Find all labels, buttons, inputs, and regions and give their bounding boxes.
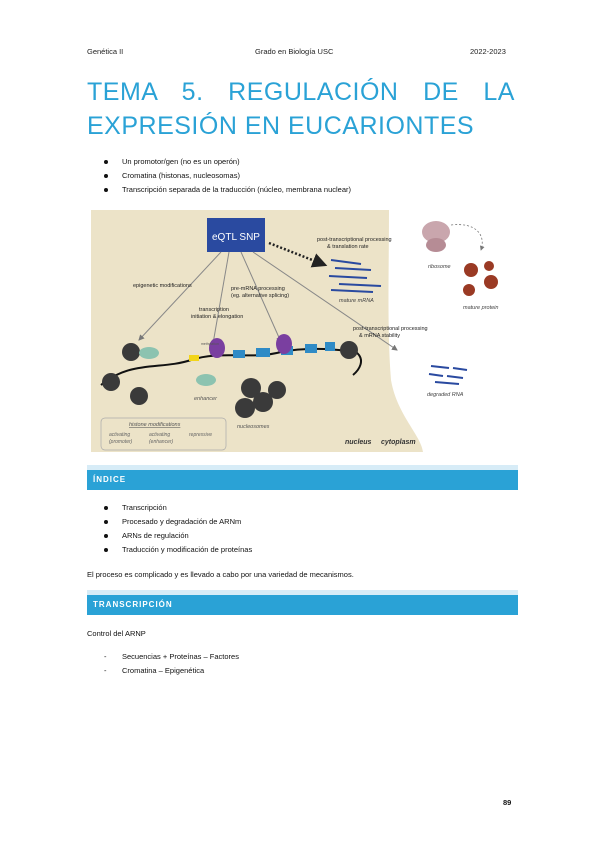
list-item: Un promotor/gen (no es un operón) <box>104 155 351 169</box>
premrna-label: pre-mRNA processing <box>231 286 285 292</box>
list-item: Secuencias + Proteínas – Factores <box>104 650 239 664</box>
transcription-label: transcription <box>199 307 229 313</box>
title-line-1: TEMA 5. REGULACIÓN DE LA <box>87 78 515 106</box>
activating-promoter-sub: (promoter) <box>109 439 133 445</box>
note-paragraph: El proceso es complicado y es llevado a … <box>87 570 354 579</box>
list-item: Cromatina (histonas, nucleosomas) <box>104 169 351 183</box>
degraded-rna-icon <box>428 365 468 385</box>
header-degree: Grado en Biología USC <box>255 47 334 56</box>
section-band-indice: ÍNDICE <box>87 465 518 490</box>
mature-protein-icon <box>463 261 498 296</box>
histone-mods-box <box>100 417 227 451</box>
section-heading: ÍNDICE <box>93 475 127 484</box>
post-trans-label-1b: & translation rate <box>327 244 369 250</box>
header-year: 2022-2023 <box>470 47 506 56</box>
nucleus-label: nucleus <box>345 439 372 446</box>
mature-mrna-icon <box>328 259 382 293</box>
list-item: Transcripción separada de la traducción … <box>104 183 351 197</box>
list-item: Procesado y degradación de ARNm <box>104 515 252 529</box>
epigenetic-label: epigenetic modifications <box>133 283 192 289</box>
page-title: TEMA 5. REGULACIÓN DE LA EXPRESIÓN EN EU… <box>87 75 515 143</box>
post-trans-label-2b: & mRNA stability <box>359 333 400 339</box>
nucleus-region <box>91 210 423 452</box>
cytoplasm-label: cytoplasm <box>381 439 416 446</box>
control-list: Secuencias + Proteínas – Factores Cromat… <box>104 650 239 678</box>
activating-enhancer-label: activating <box>149 432 170 438</box>
activating-promoter-label: activating <box>109 432 130 438</box>
intro-bullet-list: Un promotor/gen (no es un operón) Cromat… <box>104 155 351 197</box>
mature-protein-label: mature protein <box>463 305 498 311</box>
post-trans-label-2: post-transcriptional processing <box>353 326 428 332</box>
dna-strand <box>100 347 357 386</box>
polymerase-icon <box>209 338 225 358</box>
eqtl-box <box>207 218 265 252</box>
page-number: 89 <box>503 798 512 807</box>
control-heading: Control del ARNP <box>87 629 146 638</box>
nucleosome-icon <box>102 341 358 418</box>
header-course: Genética II <box>87 47 124 56</box>
gene-regulation-figure: eQTL SNP epigenetic modifications pre-mR… <box>91 210 498 452</box>
post-trans-label-1: post-transcriptional processing <box>317 237 392 243</box>
list-item: Transcripción <box>104 501 252 515</box>
section-band-transcripcion: TRANSCRIPCIÓN <box>87 590 518 615</box>
activating-enhancer-sub: (enhancer) <box>149 439 174 445</box>
index-list: Transcripción Procesado y degradación de… <box>104 501 252 557</box>
nucleosomes-label: nucleosomes <box>237 424 270 430</box>
ribosome-label: ribosome <box>428 264 451 270</box>
list-item: Traducción y modificación de proteínas <box>104 543 252 557</box>
list-item: Cromatina – Epigenética <box>104 664 239 678</box>
transcription-label-2: initiation & elongation <box>191 314 243 320</box>
title-line-2: EXPRESIÓN EN EUCARIONTES <box>87 112 475 140</box>
degraded-rna-label: degraded RNA <box>427 392 464 398</box>
premrna-label-2: (eg. alternative splicing) <box>231 293 289 299</box>
methylation-label: methylation <box>201 342 219 346</box>
eqtl-label: eQTL SNP <box>212 232 260 243</box>
repressive-label: repressive <box>189 432 212 438</box>
ribosome-icon <box>422 221 450 243</box>
histone-mods-label: histone modifications <box>129 422 181 428</box>
enhancer-label: enhancer <box>194 396 218 402</box>
mature-mrna-label: mature mRNA <box>339 298 374 304</box>
section-heading: TRANSCRIPCIÓN <box>93 600 173 609</box>
list-item: ARNs de regulación <box>104 529 252 543</box>
